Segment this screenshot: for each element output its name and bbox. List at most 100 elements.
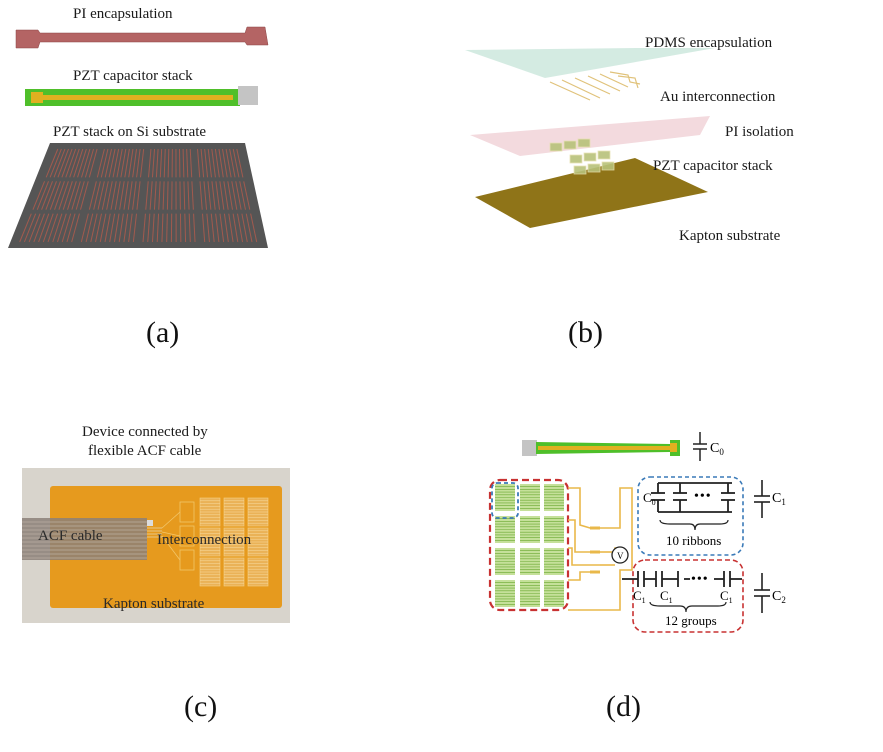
c1-series-n: C1 — [720, 588, 733, 605]
pzt-cell-line — [61, 213, 72, 243]
pzt-cell-line — [158, 181, 161, 210]
panel-label-d: (d) — [606, 690, 641, 723]
pzt-cell-line — [225, 148, 232, 178]
pzt-cell-line — [193, 213, 196, 243]
pzt-cell-line — [53, 148, 66, 178]
pzt-cell-line — [58, 181, 69, 210]
pzt-cell-line — [128, 148, 134, 178]
pzt-cell-line — [232, 148, 240, 178]
series-capacitor-network — [622, 571, 742, 613]
pzt-cell-line — [54, 181, 65, 210]
pzt-stack-yellow-pad — [31, 92, 43, 103]
pzt-cell-line — [243, 181, 251, 210]
label-pdms-encapsulation: PDMS encapsulation — [645, 35, 773, 51]
label-pi-encapsulation: PI encapsulation — [73, 6, 173, 22]
pzt-cell-line — [215, 181, 221, 210]
c0-in-parallel: C0 — [643, 490, 656, 507]
pzt-cell-line — [123, 213, 129, 243]
pzt-cell-line — [149, 181, 153, 210]
label-interconnection: Interconnection — [157, 532, 252, 548]
electrode-grid — [199, 497, 269, 587]
pzt-cell-line — [159, 148, 163, 178]
pzt-cell-line — [239, 181, 246, 210]
pzt-cell-line — [93, 181, 101, 210]
pzt-cell-line — [147, 213, 151, 243]
pzt-cell-line — [119, 181, 125, 210]
pzt-cell-line — [62, 181, 73, 210]
c0-label: C0 — [710, 441, 724, 457]
pzt-cell-line — [206, 213, 210, 243]
pzt-cell-line — [113, 213, 120, 243]
pzt-cell-line — [132, 148, 138, 178]
pzt-cell-line — [140, 148, 145, 178]
label-kapton-substrate-b: Kapton substrate — [679, 228, 781, 244]
pzt-cell-line — [163, 148, 166, 178]
c1-series-2: C1 — [660, 588, 673, 605]
panel-b-diagram — [465, 48, 715, 228]
pzt-cell-line — [52, 213, 63, 243]
pzt-cell-line — [228, 213, 234, 243]
pzt-cell-line — [80, 213, 89, 243]
pzt-cell-line — [218, 148, 224, 178]
panel-label-b: (b) — [568, 316, 603, 349]
label-10-ribbons: 10 ribbons — [666, 533, 721, 548]
pzt-cell-line — [57, 148, 69, 178]
pzt-cell-line — [128, 213, 133, 243]
pzt-cell-line — [222, 148, 228, 178]
acf-cable-lines — [22, 521, 162, 559]
label-device-connected-line1: Device connected by — [82, 424, 208, 440]
pzt-cell-line — [88, 181, 97, 210]
label-pi-isolation: PI isolation — [725, 124, 794, 140]
pzt-cell-line — [42, 213, 54, 243]
pzt-stack-yellow-line — [43, 95, 233, 100]
pzt-cell-line — [38, 213, 50, 243]
pzt-cell-line — [123, 181, 129, 210]
blue-dashed-box-single — [491, 482, 519, 519]
red-dashed-box-array — [488, 478, 570, 612]
blue-dashed-box-parallel — [637, 476, 744, 556]
pzt-cell-line — [236, 148, 244, 178]
pzt-cell-line — [231, 181, 238, 210]
label-acf-cable: ACF cable — [38, 528, 103, 544]
pzt-cell-line — [215, 213, 220, 243]
pzt-cell-line — [41, 181, 53, 210]
pzt-cell-line — [142, 213, 146, 243]
ribbon-gray-pad — [522, 440, 537, 456]
pzt-cell-line — [47, 213, 59, 243]
pzt-cell-line — [245, 213, 253, 243]
pzt-cell-line — [210, 213, 215, 243]
pzt-cell-line — [23, 213, 37, 243]
pzt-cell-line — [104, 213, 111, 243]
pzt-cell-line — [101, 181, 109, 210]
pzt-cell-line — [33, 213, 45, 243]
pzt-cell-line — [153, 181, 157, 210]
pzt-cell-line — [19, 213, 32, 243]
pi-encapsulation-strip — [15, 26, 269, 49]
pzt-cell-line — [49, 181, 61, 210]
pzt-cell-line — [183, 181, 186, 210]
pzt-cell-line — [237, 213, 244, 243]
ribbon-yellow — [538, 446, 672, 450]
pzt-cell-line — [200, 148, 205, 178]
pzt-cell-line — [99, 213, 107, 243]
pzt-stack-gray-pad — [238, 86, 258, 105]
pzt-cell-line — [95, 213, 102, 243]
panel-label-a: (a) — [146, 316, 180, 349]
pzt-cell-line — [108, 148, 116, 178]
pzt-cell-line — [167, 148, 170, 178]
pzt-cell-line — [100, 148, 109, 178]
pzt-cell-line — [71, 213, 80, 243]
ellipsis-parallel: ••• — [694, 489, 712, 504]
pzt-cell-line — [207, 181, 212, 210]
parallel-capacitor-network — [651, 482, 735, 531]
ribbon-yellow-pad — [670, 443, 677, 452]
pzt-cell-line — [151, 213, 155, 243]
pzt-cell-line — [186, 148, 189, 178]
pzt-cell-line — [229, 148, 236, 178]
pzt-cell-line — [219, 213, 225, 243]
label-pzt-capacitor-stack: PZT capacitor stack — [73, 68, 193, 84]
pzt-cell-line — [223, 181, 229, 210]
pzt-cell-line — [71, 181, 81, 210]
pzt-cell-line — [106, 181, 113, 210]
pzt-cell-line — [145, 181, 149, 210]
